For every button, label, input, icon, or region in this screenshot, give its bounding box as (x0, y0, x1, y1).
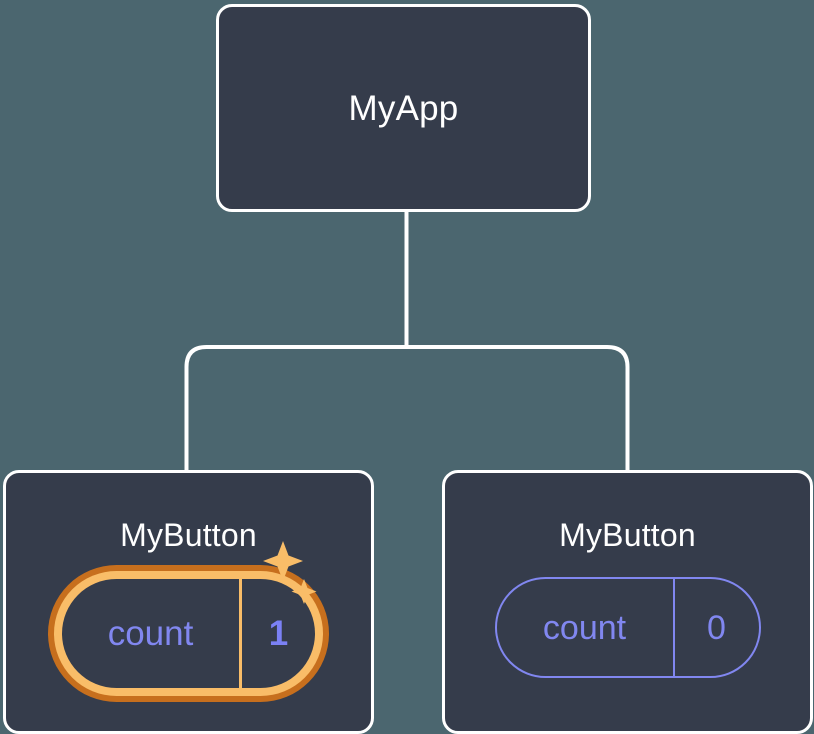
node-myapp-label: MyApp (348, 88, 459, 128)
node-mybutton-left-label: MyButton (120, 517, 257, 553)
state-key-left: count (107, 614, 194, 653)
state-pill-left-body: count 1 (62, 579, 315, 688)
node-mybutton-right[interactable]: MyButton count 0 (442, 470, 813, 734)
state-pill-right[interactable]: count 0 (494, 577, 761, 678)
node-mybutton-right-label: MyButton (559, 517, 696, 553)
node-myapp[interactable]: MyApp (216, 4, 591, 212)
state-pill-left-highlighted[interactable]: count 1 (48, 565, 329, 702)
node-mybutton-left[interactable]: MyButton count 1 (3, 470, 374, 734)
state-key-right: count (542, 608, 627, 647)
connector-branch-bus (184, 345, 630, 470)
state-pill-left-wrap: count 1 (48, 541, 329, 702)
state-value-right: 0 (672, 579, 759, 676)
state-pill-right-wrap: count 0 (494, 551, 761, 678)
state-pill-left-ring: count 1 (54, 571, 323, 696)
state-value-left: 1 (239, 579, 315, 688)
